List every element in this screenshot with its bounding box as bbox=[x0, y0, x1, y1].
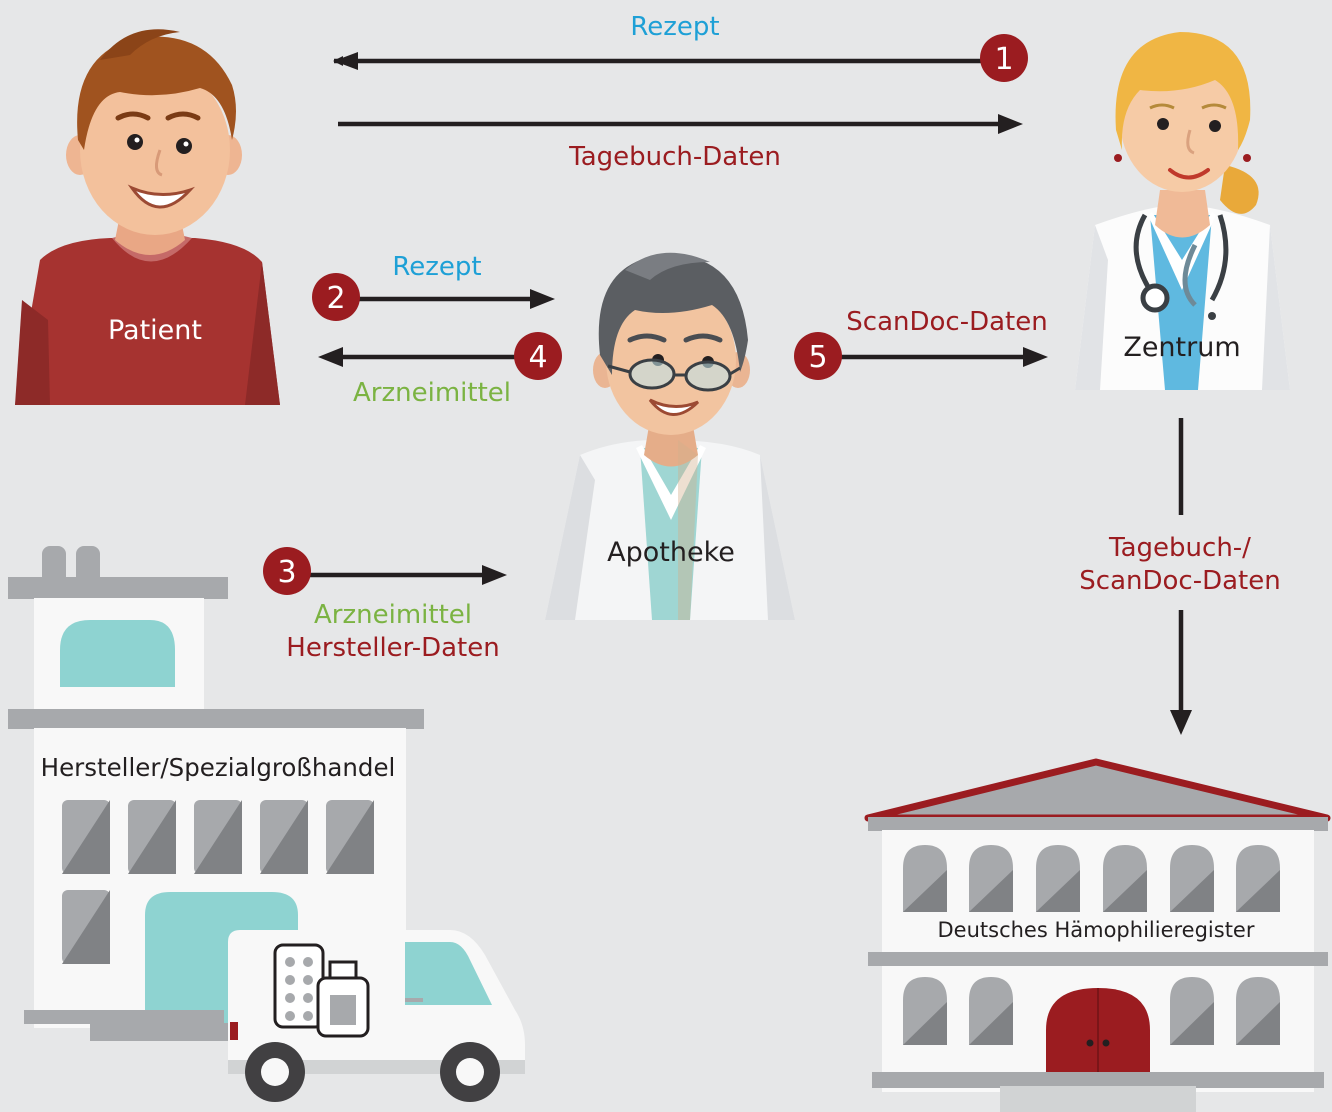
step-badge-5: 5 bbox=[794, 332, 842, 380]
step-badge-1: 1 bbox=[980, 34, 1028, 82]
register-windows-lower bbox=[903, 977, 1280, 1045]
factory-building-icon: Hersteller/Spezialgroßhandel bbox=[8, 546, 424, 1041]
label-tagebuch-daten: Tagebuch-Daten bbox=[568, 142, 781, 172]
label-arzneimittel-3: Arzneimittel bbox=[314, 600, 472, 630]
zentrum-label: Zentrum bbox=[1123, 332, 1240, 363]
patient-label: Patient bbox=[108, 315, 202, 346]
label-arzneimittel-4: Arzneimittel bbox=[353, 378, 511, 408]
label-tagebuch-scandoc-1: Tagebuch-/ bbox=[1108, 533, 1251, 563]
delivery-van-icon bbox=[228, 930, 525, 1102]
step-badge-4: 4 bbox=[514, 332, 562, 380]
svg-text:4: 4 bbox=[528, 340, 547, 375]
register-building-icon: Deutsches Hämophilieregister bbox=[864, 758, 1331, 1112]
step-badge-3: 3 bbox=[263, 547, 311, 595]
step-badge-2: 2 bbox=[312, 273, 360, 321]
patient-figure-icon: Patient bbox=[15, 29, 280, 405]
label-rezept-2: Rezept bbox=[392, 252, 481, 282]
arrows bbox=[305, 52, 1192, 735]
svg-text:5: 5 bbox=[808, 340, 827, 375]
label-tagebuch-scandoc-2: ScanDoc-Daten bbox=[1079, 566, 1280, 596]
register-windows bbox=[903, 845, 1280, 912]
svg-text:3: 3 bbox=[277, 555, 296, 590]
apotheke-label: Apotheke bbox=[607, 537, 735, 568]
factory-windows bbox=[62, 800, 374, 964]
doctor-figure-icon: Zentrum bbox=[1075, 32, 1290, 390]
label-scandoc-daten: ScanDoc-Daten bbox=[846, 307, 1047, 337]
label-rezept-1: Rezept bbox=[630, 12, 719, 42]
pharmacist-figure-icon: Apotheke bbox=[545, 252, 795, 620]
svg-text:2: 2 bbox=[326, 281, 345, 316]
label-hersteller-daten: Hersteller-Daten bbox=[286, 633, 499, 663]
hersteller-label: Hersteller/Spezialgroßhandel bbox=[41, 753, 396, 782]
register-label: Deutsches Hämophilieregister bbox=[938, 918, 1255, 942]
svg-text:1: 1 bbox=[994, 42, 1013, 77]
